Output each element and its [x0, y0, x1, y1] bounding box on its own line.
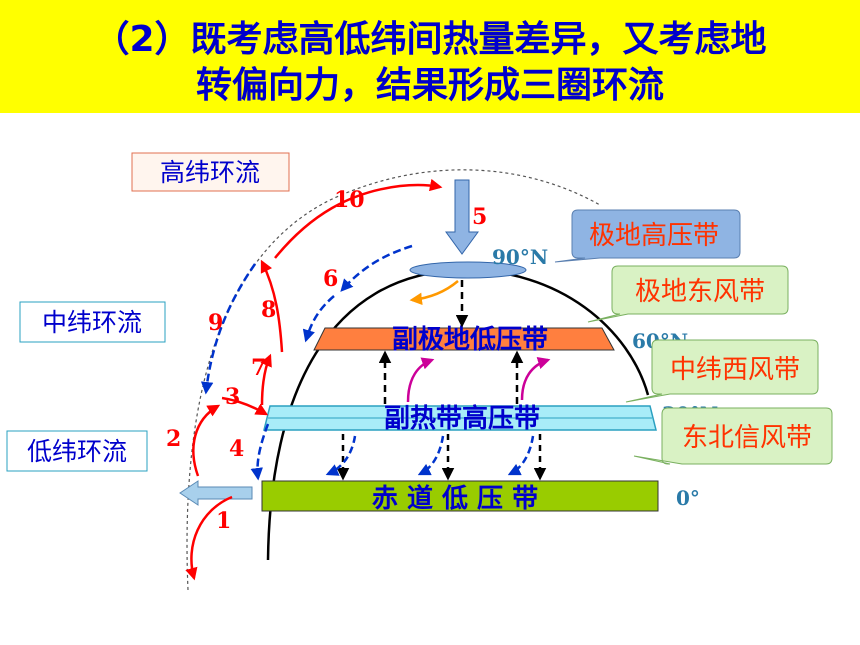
equatorial-low-belt — [261, 480, 659, 512]
lat-90-label: 90°N — [492, 245, 548, 269]
arrow-6-upper — [340, 244, 413, 292]
polar-descending-arrow — [445, 179, 479, 255]
number-10: 10 — [334, 187, 365, 213]
arrow-10 — [274, 178, 443, 259]
number-9: 9 — [208, 310, 223, 336]
westerlies-callout-text: 中纬西风带 — [670, 355, 800, 385]
number-1: 1 — [216, 508, 231, 534]
number-4: 4 — [229, 436, 244, 462]
atmosphere-boundary — [186, 169, 601, 591]
polar-easterlies-callout-text: 极地东风带 — [635, 277, 765, 307]
ne-trades-callout-text: 东北信风带 — [682, 423, 812, 453]
polar-easterly-arrow — [409, 280, 459, 306]
number-3: 3 — [225, 384, 240, 410]
ne-trades-callout — [633, 407, 833, 465]
title-line-2: 转偏向力，结果形成三圈环流 — [195, 65, 664, 106]
mid-lat-label: 中纬环流 — [42, 308, 142, 337]
title-banner: （2）既考虑高低纬间热量差异，又考虑地 转偏向力，结果形成三圈环流 — [0, 0, 860, 113]
trade-wind-arrow-2 — [417, 435, 445, 476]
westerlies-callout — [625, 339, 819, 403]
high-lat-box — [131, 152, 290, 192]
subpolar-low-label: 副极地低压带 — [392, 325, 548, 355]
three-cell-circulation-diagram: 副极地低压带 副热带高压带 赤 道 低 压 带 90°N 60°N 30°N 0… — [6, 152, 833, 591]
number-5: 5 — [472, 204, 487, 230]
westerly-arrow-2 — [520, 357, 551, 401]
westerly-arrow-1 — [406, 357, 435, 403]
arrow-9 — [200, 263, 257, 395]
subtropical-high-label: 副热带高压带 — [384, 403, 540, 434]
number-7: 7 — [251, 355, 266, 381]
trade-wind-arrow-3 — [507, 435, 535, 476]
polar-high-callout-text: 极地高压带 — [589, 221, 719, 251]
equatorial-outflow-arrow — [179, 480, 253, 506]
high-lat-label: 高纬环流 — [160, 158, 260, 187]
arrow-3 — [221, 396, 269, 416]
polar-high-ellipse — [409, 261, 527, 279]
equatorial-low-label: 赤 道 低 压 带 — [372, 483, 538, 514]
arrow-7 — [260, 353, 272, 406]
arrow-1 — [185, 495, 233, 581]
arrow-4 — [250, 423, 270, 481]
mid-lat-box — [19, 301, 166, 343]
number-8: 8 — [261, 297, 276, 323]
title-line-1: （2）既考虑高低纬间热量差异，又考虑地 — [93, 19, 767, 60]
polar-high-callout — [554, 209, 741, 263]
low-lat-box — [6, 430, 148, 472]
number-6: 6 — [323, 266, 338, 292]
trade-wind-arrow-1 — [325, 435, 357, 476]
lat-0-label: 0° — [676, 486, 700, 510]
number-2: 2 — [166, 426, 181, 452]
low-lat-label: 低纬环流 — [27, 437, 127, 466]
arrow-6-lower — [302, 295, 335, 343]
subpolar-low-belt — [313, 327, 615, 351]
arrow-8 — [260, 259, 284, 353]
arrow-2 — [192, 404, 221, 477]
polar-easterlies-callout — [587, 265, 789, 323]
